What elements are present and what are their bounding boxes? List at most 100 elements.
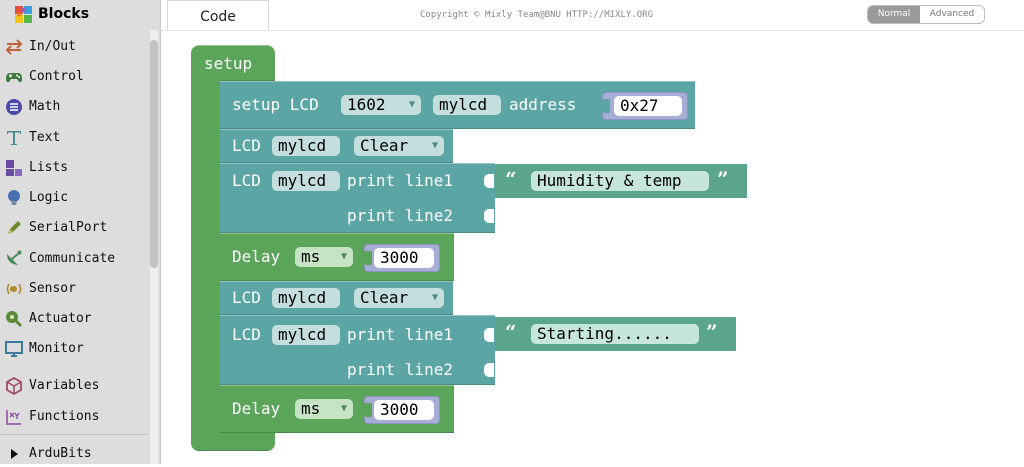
chevron-down-icon: ▼: [408, 99, 415, 110]
lcd-name-field[interactable]: mylcd: [433, 95, 501, 115]
delay-value[interactable]: 3000: [374, 248, 434, 268]
print-line2-label: print line2: [347, 360, 453, 379]
line1-input-notch: [484, 174, 494, 188]
lcd-name-field[interactable]: mylcd: [272, 171, 340, 191]
category-sensor[interactable]: Sensor: [0, 276, 148, 302]
delay-value-socket[interactable]: 3000: [362, 244, 440, 272]
line2-input-notch: [484, 209, 494, 223]
address-label: address: [509, 95, 577, 114]
blocks-workspace[interactable]: setup setup LCD 1602 ▼ mylcd address 0x2…: [161, 31, 1024, 464]
category-label: ArduBits: [29, 446, 92, 461]
lcd-clear-block[interactable]: LCD mylcd Clear ▼: [220, 129, 453, 163]
mode-normal-button[interactable]: Normal: [868, 6, 920, 23]
category-math[interactable]: Math: [0, 94, 148, 120]
delay-label: Delay: [232, 247, 281, 266]
puzzle-logo-icon: [15, 6, 32, 23]
chevron-down-icon: ▼: [340, 403, 347, 414]
lcd-name-field[interactable]: mylcd: [272, 325, 340, 345]
gamepad-icon: [6, 73, 22, 83]
delay-unit-value: ms: [301, 247, 321, 266]
monitor-icon: [5, 341, 23, 357]
lcd-setup-block[interactable]: setup LCD 1602 ▼ mylcd address 0x27: [220, 81, 695, 129]
expand-triangle-icon: [11, 449, 18, 459]
top-bar-divider: [161, 30, 1024, 31]
text-string-block[interactable]: “ Starting...... ”: [495, 317, 736, 351]
category-label: SerialPort: [29, 220, 108, 235]
address-socket[interactable]: 0x27: [600, 92, 688, 120]
delay-block[interactable]: Delay ms ▼ 3000: [220, 385, 454, 433]
open-quote-icon: “: [505, 320, 517, 344]
mode-advanced-button[interactable]: Advanced: [920, 6, 984, 23]
text-string-value[interactable]: Humidity & temp: [531, 171, 709, 191]
lcd-print-block[interactable]: LCD mylcd print line1 print line2: [220, 163, 495, 233]
delay-value-socket[interactable]: 3000: [362, 396, 440, 424]
delay-label: Delay: [232, 399, 281, 418]
category-label: Text: [29, 130, 61, 145]
chevron-down-icon: ▼: [340, 251, 347, 262]
lcd-label: LCD: [232, 288, 261, 307]
category-ardubits[interactable]: ArduBits: [0, 441, 148, 467]
toolbox-scrollbar[interactable]: [150, 30, 158, 464]
category-variables[interactable]: Variables: [0, 373, 148, 399]
category-functions[interactable]: Functions: [0, 404, 148, 430]
tab-code[interactable]: Code: [167, 0, 269, 30]
category-label: Variables: [29, 378, 100, 393]
category-lists[interactable]: Lists: [0, 155, 148, 181]
text-string-block[interactable]: “ Humidity & temp ”: [495, 164, 747, 198]
category-in-out[interactable]: In/Out: [0, 34, 148, 60]
delay-unit-dropdown[interactable]: ms ▼: [295, 399, 353, 419]
lcd-label: LCD: [232, 325, 261, 344]
address-value[interactable]: 0x27: [614, 96, 682, 116]
lists-blocks-icon: [6, 160, 22, 176]
delay-block[interactable]: Delay ms ▼ 3000: [220, 233, 454, 281]
pen-icon: [8, 221, 21, 234]
top-bar: Code Copyright © Mixly Team@BNU HTTP://M…: [161, 0, 1024, 30]
category-label: Functions: [29, 409, 100, 424]
lcd-action-value: Clear: [360, 288, 409, 307]
lcd-clear-block[interactable]: LCD mylcd Clear ▼: [220, 281, 453, 315]
category-monitor[interactable]: Monitor: [0, 336, 148, 362]
lcd-name-field[interactable]: mylcd: [272, 288, 340, 308]
text-t-icon: [7, 131, 21, 145]
close-quote-icon: ”: [706, 320, 718, 344]
category-serialport[interactable]: SerialPort: [0, 215, 148, 241]
print-line1-label: print line1: [347, 171, 453, 190]
socket-notch: [362, 251, 372, 265]
print-line1-label: print line1: [347, 325, 453, 344]
line1-input-notch: [484, 328, 494, 342]
lcd-model-dropdown[interactable]: 1602 ▼: [341, 95, 421, 115]
setup-block-spine[interactable]: [191, 80, 221, 424]
setup-block[interactable]: setup: [191, 45, 275, 81]
category-label: Sensor: [29, 281, 76, 296]
mode-toggle: Normal Advanced: [867, 5, 985, 24]
category-text[interactable]: Text: [0, 125, 148, 151]
category-logic[interactable]: Logic: [0, 185, 148, 211]
lcd-label: LCD: [232, 171, 261, 190]
setup-lcd-label: setup LCD: [232, 95, 319, 114]
lcd-action-dropdown[interactable]: Clear ▼: [354, 136, 444, 156]
category-label: Math: [29, 99, 61, 114]
toolbox-header: Blocks: [0, 0, 160, 30]
lcd-print-block[interactable]: LCD mylcd print line1 print line2: [220, 315, 495, 385]
category-actuator[interactable]: Actuator: [0, 306, 148, 332]
setup-label: setup: [204, 54, 253, 73]
lcd-name-field[interactable]: mylcd: [272, 136, 340, 156]
scrollbar-thumb[interactable]: [150, 40, 158, 268]
text-string-value[interactable]: Starting......: [531, 324, 699, 344]
open-quote-icon: “: [505, 167, 517, 191]
category-communicate[interactable]: Communicate: [0, 246, 148, 272]
chevron-down-icon: ▼: [431, 292, 438, 303]
category-label: Control: [29, 69, 84, 84]
delay-unit-dropdown[interactable]: ms ▼: [295, 247, 353, 267]
socket-notch: [362, 403, 372, 417]
lcd-action-value: Clear: [360, 136, 409, 155]
line2-input-notch: [484, 363, 494, 377]
close-quote-icon: ”: [717, 167, 729, 191]
category-label: Monitor: [29, 341, 84, 356]
category-control[interactable]: Control: [0, 64, 148, 90]
lcd-label: LCD: [232, 136, 261, 155]
delay-value[interactable]: 3000: [374, 400, 434, 420]
lcd-model-value: 1602: [347, 95, 386, 114]
variables-cube-icon: [6, 376, 22, 396]
lcd-action-dropdown[interactable]: Clear ▼: [354, 288, 444, 308]
